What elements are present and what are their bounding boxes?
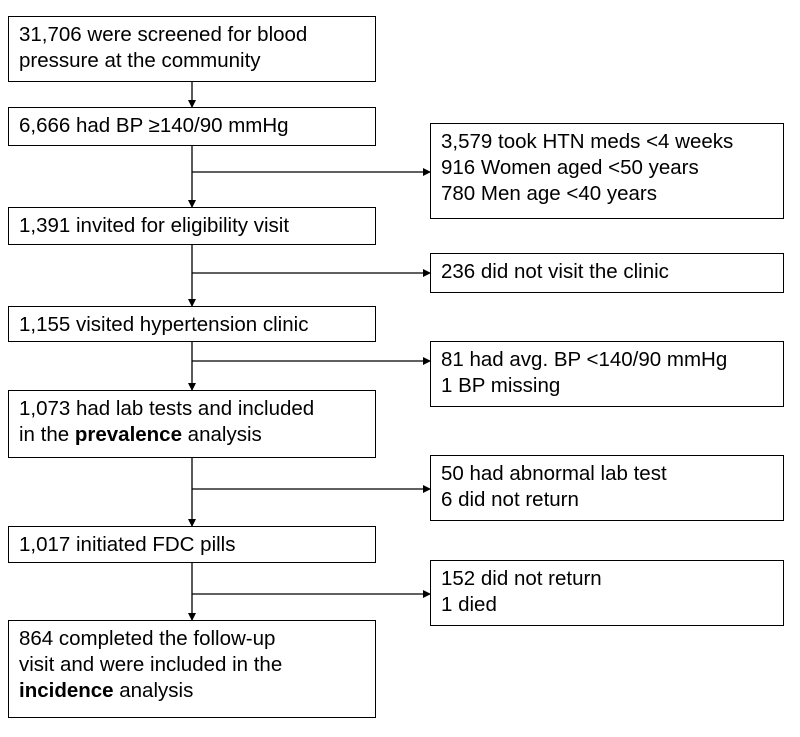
step-completed-line-3: incidence analysis (19, 678, 375, 704)
step-visited-line-1: 1,155 visited hypertension clinic (19, 313, 309, 336)
step-completed: 864 completed the follow-up visit and we… (8, 620, 376, 718)
exclusion-after-lab-line-2: 6 did not return (441, 488, 579, 511)
step-screened-line-2: pressure at the community (19, 49, 261, 72)
exclusion-after-high-bp: 3,579 took HTN meds <4 weeks 916 Women a… (430, 123, 784, 219)
exclusion-after-high-bp-line-3: 780 Men age <40 years (441, 182, 657, 205)
exclusion-after-fdc-line-1: 152 did not return (441, 567, 602, 590)
step-completed-line-3-after: analysis (113, 679, 194, 702)
exclusion-after-fdc-line-2: 1 died (441, 593, 497, 616)
exclusion-after-high-bp-line-2: 916 Women aged <50 years (441, 156, 699, 179)
step-invited: 1,391 invited for eligibility visit (8, 207, 376, 245)
step-lab-tests-line-1: 1,073 had lab tests and included (19, 397, 315, 420)
step-completed-line-2: visit and were included in the (19, 653, 283, 676)
step-lab-tests-line-2-before: in the (19, 423, 75, 446)
step-screened-line-1: 31,706 were screened for blood (19, 23, 308, 46)
exclusion-after-high-bp-line-1: 3,579 took HTN meds <4 weeks (441, 130, 734, 153)
step-visited: 1,155 visited hypertension clinic (8, 306, 376, 342)
prevalence-emphasis: prevalence (74, 423, 182, 446)
step-invited-line-1: 1,391 invited for eligibility visit (19, 214, 290, 237)
exclusion-after-invited: 236 did not visit the clinic (430, 253, 784, 293)
exclusion-after-visited-line-2: 1 BP missing (441, 374, 561, 397)
exclusion-after-visited-line-1: 81 had avg. BP <140/90 mmHg (441, 348, 728, 371)
exclusion-after-lab: 50 had abnormal lab test 6 did not retur… (430, 455, 784, 521)
exclusion-after-lab-line-1: 50 had abnormal lab test (441, 462, 667, 485)
exclusion-after-visited: 81 had avg. BP <140/90 mmHg 1 BP missing (430, 341, 784, 407)
exclusion-after-fdc: 152 did not return 1 died (430, 560, 784, 626)
step-completed-line-1: 864 completed the follow-up (19, 627, 276, 650)
step-high-bp: 6,666 had BP ≥140/90 mmHg (8, 107, 376, 146)
step-fdc-line-1: 1,017 initiated FDC pills (19, 533, 236, 556)
incidence-emphasis: incidence (19, 679, 114, 702)
step-lab-tests-line-2: in the prevalence analysis (19, 422, 375, 448)
step-fdc: 1,017 initiated FDC pills (8, 526, 376, 563)
exclusion-after-invited-line-1: 236 did not visit the clinic (441, 260, 669, 283)
step-lab-tests: 1,073 had lab tests and included in the … (8, 390, 376, 458)
step-screened: 31,706 were screened for blood pressure … (8, 16, 376, 82)
step-high-bp-line-1: 6,666 had BP ≥140/90 mmHg (19, 114, 289, 137)
step-lab-tests-line-2-after: analysis (181, 423, 262, 446)
